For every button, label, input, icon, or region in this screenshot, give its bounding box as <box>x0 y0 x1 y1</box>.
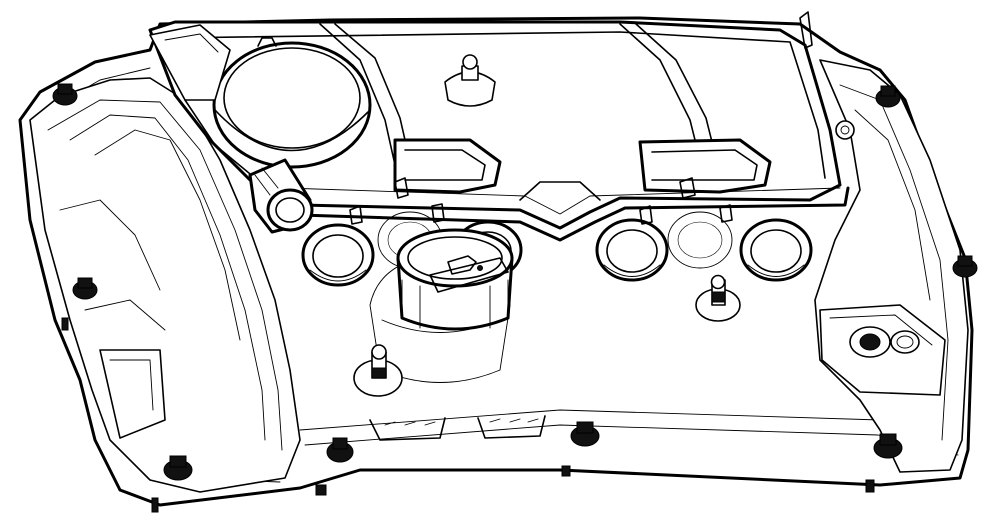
timing-cover-lobe <box>29 77 301 493</box>
bolt-3 <box>151 455 193 513</box>
bolt-5 <box>561 421 600 477</box>
bolt-6 <box>865 433 903 493</box>
bolt-8 <box>875 85 901 108</box>
bolt-2 <box>61 277 98 331</box>
spark-port-4 <box>739 218 813 282</box>
breather-cap <box>149 24 372 169</box>
stud-left <box>353 344 403 397</box>
oil-filler-cap <box>396 228 514 331</box>
spark-port-3 <box>595 218 669 282</box>
coil-pocket-left <box>393 138 502 194</box>
stud-right <box>695 274 741 322</box>
ghost-port-2 <box>667 211 733 269</box>
breather-hose-nozzle <box>248 158 314 234</box>
coil-pocket-right <box>638 138 772 194</box>
sensor-boss-right <box>849 326 920 358</box>
baffle-slots <box>369 415 546 441</box>
oil-can-icon <box>447 255 477 275</box>
bolt-7 <box>952 255 978 278</box>
bolt-1 <box>52 83 78 106</box>
port-clips <box>349 177 733 225</box>
bolt-4 <box>315 437 354 496</box>
spark-port-1 <box>301 223 375 287</box>
right-end-lobe <box>814 59 969 473</box>
